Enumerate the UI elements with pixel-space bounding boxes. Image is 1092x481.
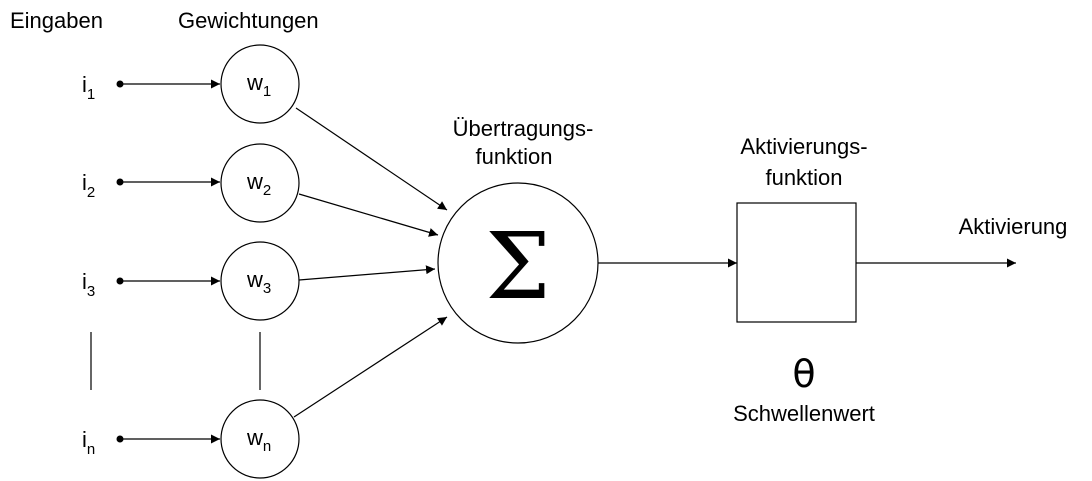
input-label-3: i3 xyxy=(82,269,95,300)
activation-function-label-line2: funktion xyxy=(765,165,842,190)
weight-label-2: w2 xyxy=(246,169,271,199)
transfer-label-line1: Übertragungs- xyxy=(453,116,594,141)
weight-node-2 xyxy=(220,143,300,223)
weight-arrow-1 xyxy=(295,107,448,211)
weights-header: Gewichtungen xyxy=(178,8,319,33)
output-label: Aktivierung xyxy=(959,214,1068,239)
weight-node-1 xyxy=(220,44,300,124)
input-label-n: in xyxy=(82,427,95,458)
weight-arrow-2 xyxy=(298,193,439,237)
weight-label-n: wn xyxy=(246,425,271,455)
weight-label-1: w1 xyxy=(246,70,271,100)
input-label-2: i2 xyxy=(82,170,95,201)
threshold-symbol: θ xyxy=(792,352,815,396)
weight-node-n xyxy=(220,399,300,479)
threshold-label: Schwellenwert xyxy=(733,401,875,426)
activation-function-box xyxy=(736,202,857,323)
inputs-header: Eingaben xyxy=(10,8,103,33)
transfer-label-line2: funktion xyxy=(475,144,552,169)
input-label-1: i1 xyxy=(82,72,95,103)
weight-arrow-3 xyxy=(298,265,436,281)
sigma-symbol: Σ xyxy=(485,213,550,320)
weight-node-3 xyxy=(220,241,300,321)
weight-label-3: w3 xyxy=(246,267,271,297)
weight-arrow-n xyxy=(293,316,448,418)
activation-function-label-line1: Aktivierungs- xyxy=(740,134,867,159)
